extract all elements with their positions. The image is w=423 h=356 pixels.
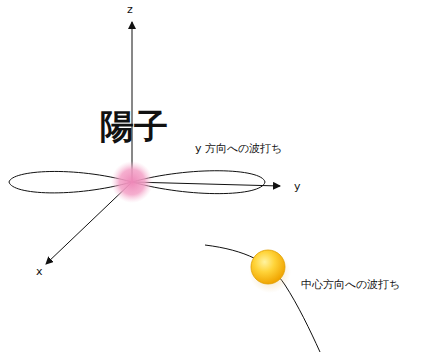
axis-label: z [127,4,133,16]
y-axis [132,182,280,186]
particle-ball [251,250,285,284]
annotation-text: y 方向への波打ち [195,143,282,155]
particle-shadow [249,251,291,293]
z-axis [132,22,133,182]
axis-label: y [294,181,301,193]
oscillation-curve [205,245,320,352]
axis-label: x [36,266,43,278]
proton-blob [111,161,153,203]
proton-label: 陽子 [100,108,168,145]
annotation-text: 中心方向への波打ち [301,279,400,291]
